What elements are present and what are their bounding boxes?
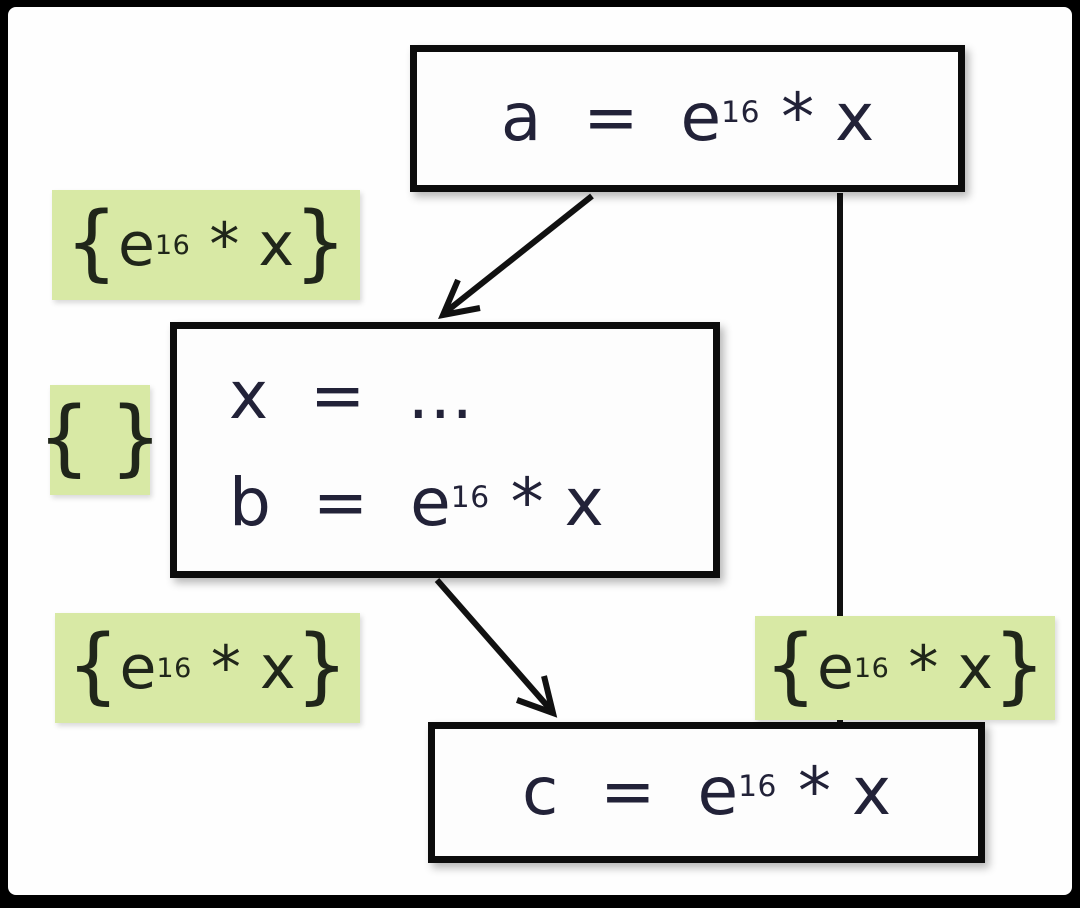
open-brace: { — [66, 616, 120, 714]
statement-text: * x — [760, 79, 875, 157]
node-a: a = e16 * x — [410, 45, 965, 192]
set-expression: * x — [889, 633, 993, 703]
exponent: 16 — [853, 652, 890, 684]
statement-text: * x — [777, 753, 892, 831]
open-brace: { — [65, 193, 118, 291]
set-expression: * x — [191, 633, 296, 703]
open-brace: { — [37, 388, 91, 486]
slide-canvas: a = e16 * x x = … b = e16 * x c = e16 * … — [8, 7, 1072, 895]
exponent: 16 — [721, 95, 761, 131]
set-expression: e — [816, 633, 854, 703]
open-brace: { — [764, 616, 817, 714]
edge-a-to-xb — [445, 193, 594, 314]
close-brace: } — [109, 388, 163, 486]
close-brace: } — [294, 193, 347, 291]
set-expression: e — [119, 633, 157, 703]
statement-text: b = e — [229, 464, 451, 541]
edge-xb-to-c — [434, 578, 553, 711]
node-xb-statement-1: x = … — [229, 343, 473, 450]
set-expression: * x — [190, 210, 294, 280]
statement-text: c = e — [521, 753, 739, 831]
node-c: c = e16 * x — [428, 722, 985, 863]
set-expression: e — [117, 210, 155, 280]
node-c-statement: c = e16 * x — [522, 739, 891, 846]
node-a-statement: a = e16 * x — [501, 65, 874, 172]
exponent: 16 — [154, 229, 191, 261]
statement-text: * x — [489, 464, 604, 541]
exponent: 16 — [156, 652, 192, 684]
close-brace: } — [295, 616, 349, 714]
set-label-after-x-empty: { } — [38, 385, 162, 495]
statement-text: a = e — [500, 79, 722, 157]
edge-a-to-xb-arrowhead — [438, 278, 481, 319]
exponent: 16 — [738, 769, 778, 805]
close-brace: } — [993, 616, 1046, 714]
node-xb-statement-2: b = e16 * x — [229, 450, 604, 557]
exponent: 16 — [450, 480, 490, 516]
statement-text: x = … — [229, 357, 474, 435]
set-expression — [90, 405, 109, 475]
node-xb: x = … b = e16 * x — [170, 322, 720, 578]
edge-xb-to-c-arrowhead — [515, 675, 558, 718]
